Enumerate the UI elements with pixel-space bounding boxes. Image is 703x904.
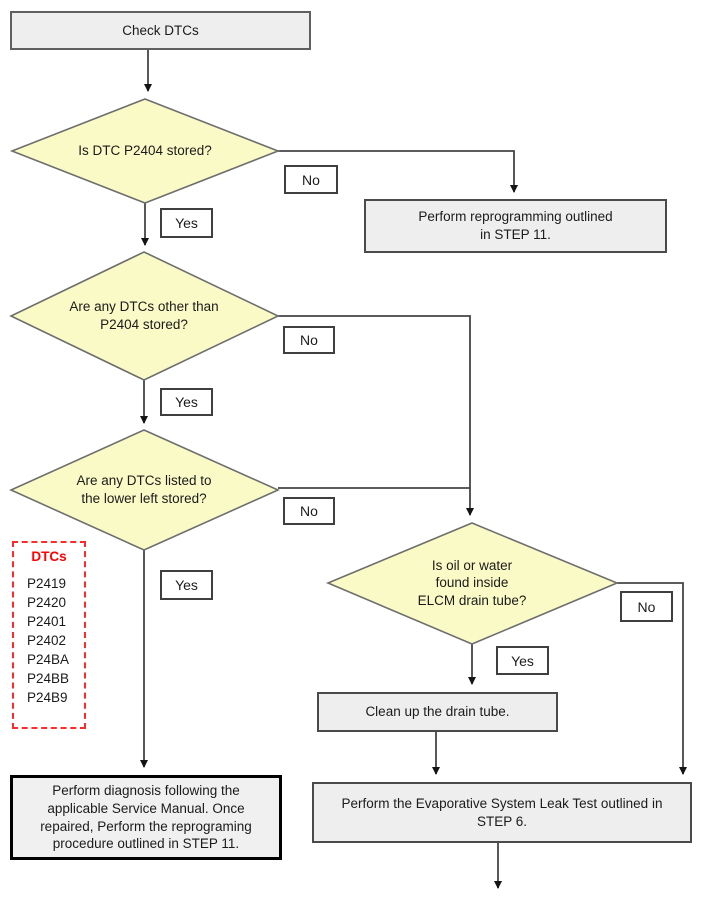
- d3-yes-label: Yes: [160, 570, 213, 600]
- d4-no-label: No: [620, 591, 673, 622]
- decision-oil-water-label: Is oil or water found inside ELCM drain …: [417, 557, 527, 608]
- dtc-code: P24BB: [27, 671, 70, 686]
- start-box: Check DTCs: [10, 11, 311, 50]
- reprogram-step11-box: Perform reprogramming outlined in STEP 1…: [364, 199, 667, 253]
- decision-listed-dtcs-diamond: [9, 429, 280, 551]
- decision-other-dtcs-diamond: [9, 251, 280, 381]
- d4-yes-label: Yes: [496, 646, 549, 675]
- dtc-list-title: DTCs: [31, 549, 67, 564]
- decision-listed-dtcs-text-wrap: Are any DTCs listed to the lower left st…: [44, 469, 244, 511]
- dtc-code: P24BA: [27, 652, 70, 667]
- decision-other-dtcs-text-wrap: Are any DTCs other than P2404 stored?: [44, 295, 244, 337]
- connector-d1-no: [278, 150, 518, 193]
- dtc-code: P2420: [27, 595, 67, 610]
- dtc-code: P2419: [27, 576, 67, 591]
- decision-p2404-label: Is DTC P2404 stored?: [78, 143, 212, 159]
- decision-listed-dtcs-label: Are any DTCs listed to the lower left st…: [76, 473, 212, 506]
- d1-no-label: No: [284, 165, 338, 194]
- leak-test-box: Perform the Evaporative System Leak Test…: [312, 782, 692, 843]
- diagnosis-box: Perform diagnosis following the applicab…: [10, 775, 282, 860]
- decision-oil-water-diamond: [325, 522, 620, 645]
- dtc-code: P24B9: [27, 690, 68, 705]
- reprogram-step11-label: Perform reprogramming outlined in STEP 1…: [418, 209, 613, 242]
- clean-tube-label: Clean up the drain tube.: [365, 704, 510, 720]
- d3-no-label: No: [283, 497, 335, 525]
- decision-p2404-diamond: [9, 98, 281, 204]
- d2-yes-label: Yes: [160, 388, 213, 416]
- connector-d4-no: [617, 582, 687, 775]
- leak-test-label: Perform the Evaporative System Leak Test…: [341, 795, 663, 829]
- decision-p2404-text-wrap: Is DTC P2404 stored?: [45, 138, 245, 164]
- clean-tube-box: Clean up the drain tube.: [317, 692, 558, 732]
- dtc-code: P2401: [27, 614, 67, 629]
- d1-yes-label: Yes: [160, 208, 213, 238]
- diagnosis-label: Perform diagnosis following the applicab…: [40, 783, 252, 852]
- d2-no-label: No: [283, 326, 335, 354]
- decision-oil-water-text-wrap: Is oil or water found inside ELCM drain …: [382, 554, 562, 612]
- dtc-code: P2402: [27, 633, 67, 648]
- decision-other-dtcs-label: Are any DTCs other than P2404 stored?: [69, 299, 219, 332]
- start-label: Check DTCs: [122, 22, 199, 38]
- dtc-list-box: DTCs P2419 P2420 P2401 P2402 P24BA P24BB…: [12, 541, 86, 729]
- connector-d2-no: [278, 315, 474, 516]
